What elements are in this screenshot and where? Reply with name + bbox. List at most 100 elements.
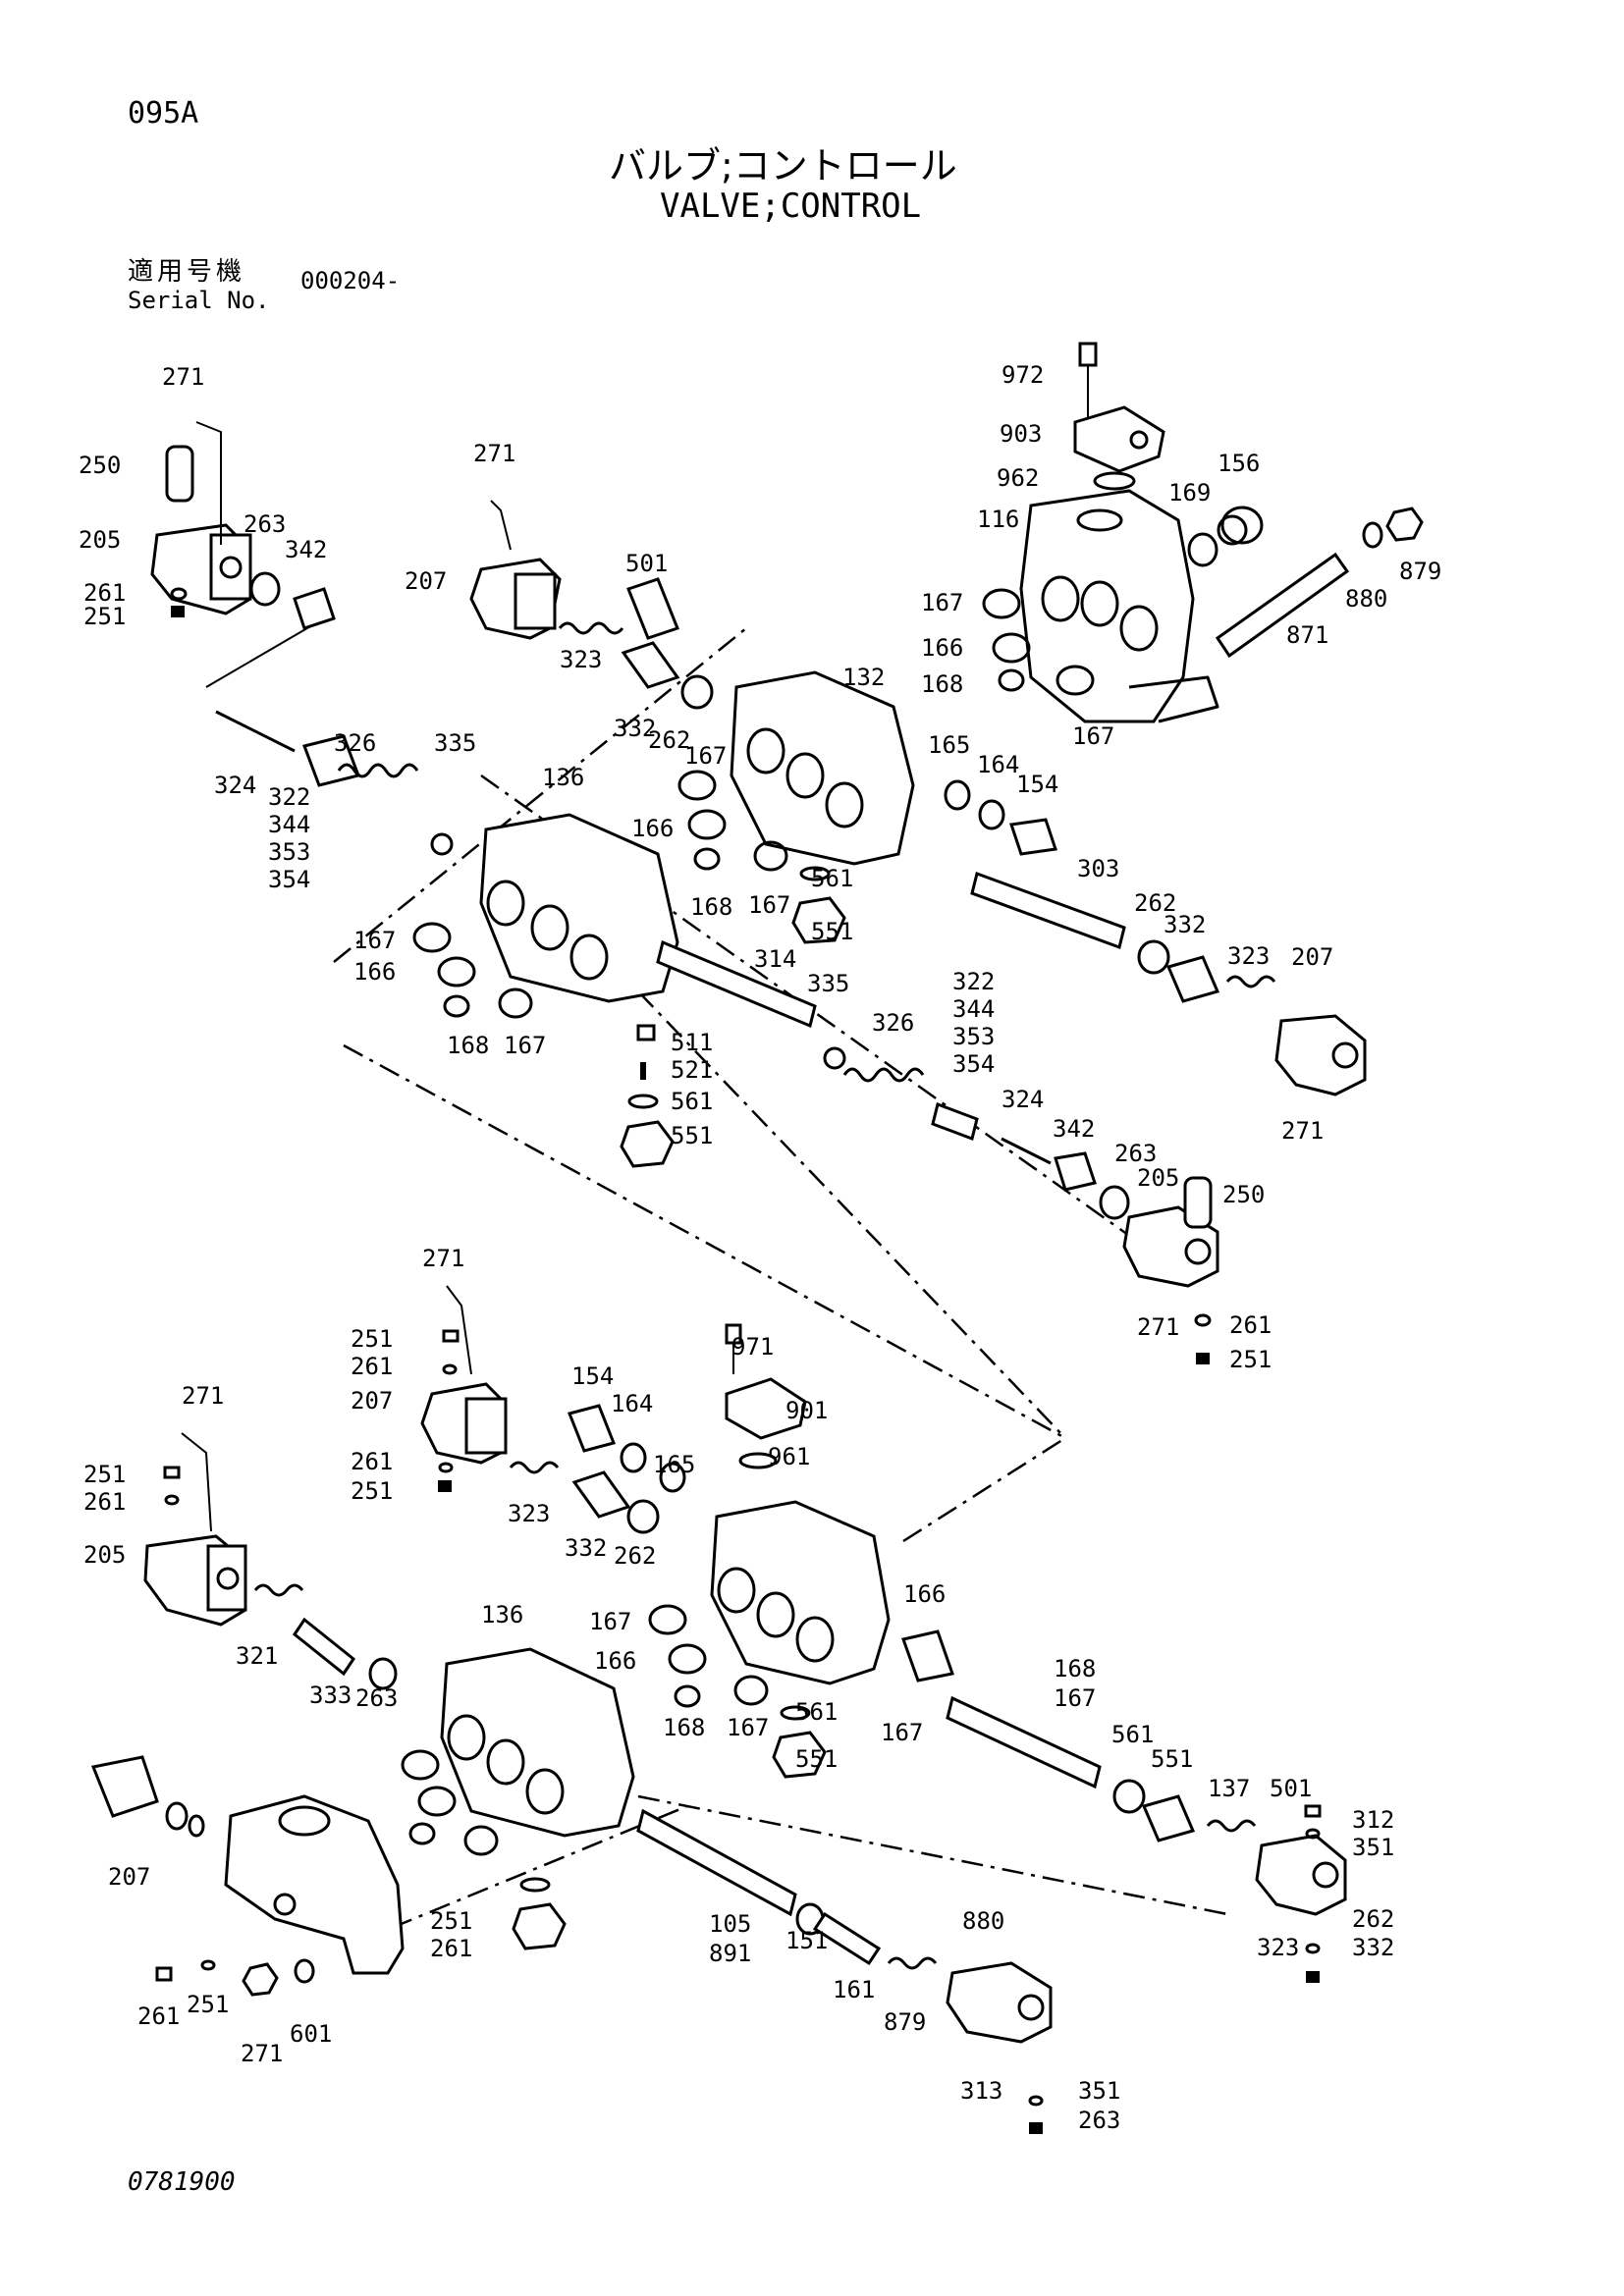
callout-326: 326 [334,729,376,757]
spring-324-left [215,710,296,753]
callout-323: 323 [1257,1934,1299,1961]
plug-551-ll [512,1902,567,1950]
plug-551-lo [772,1731,827,1779]
oring-261-m [1194,1313,1212,1327]
callout-251: 251 [351,1325,393,1353]
oring-167-lo2 [733,1675,769,1706]
callout-262: 262 [1134,889,1176,917]
callout-332: 332 [1352,1934,1394,1961]
callout-166: 166 [921,634,963,662]
oring-168-tr [998,668,1025,692]
callout-165: 165 [928,731,970,759]
callout-551: 551 [795,1745,838,1773]
callout-166: 166 [353,958,396,986]
callout-322: 322 [952,968,995,995]
spring-323-lower [509,1461,560,1474]
oring-263-m [1099,1185,1130,1220]
callout-263: 263 [355,1684,398,1712]
oring-167-ml2 [498,988,533,1019]
callout-168: 168 [1054,1655,1096,1682]
callout-136: 136 [542,764,584,791]
callout-561: 561 [795,1698,838,1726]
callout-271: 271 [182,1382,224,1410]
callout-971: 971 [731,1333,774,1361]
plug-342-top [293,587,336,630]
top-cover-116 [1019,489,1219,723]
callout-167: 167 [1072,722,1114,750]
oring-167-ml [412,922,452,953]
oring-167-u2 [753,840,788,872]
callout-324: 324 [1001,1086,1044,1113]
relief-501-upper [626,577,679,640]
callout-335: 335 [807,970,849,997]
callout-271: 271 [162,363,204,391]
callout-251: 251 [83,1461,126,1488]
callout-136: 136 [481,1601,523,1629]
oring-164-u [978,799,1005,830]
callout-167: 167 [589,1608,631,1635]
nut-879 [1385,507,1424,542]
callout-207: 207 [108,1863,150,1891]
oring-169 [1187,532,1218,567]
axis-line-bottom-spool [637,1794,1228,1916]
plug-333-ll [292,1617,356,1677]
callout-326: 326 [872,1009,914,1037]
callout-261: 261 [351,1448,393,1475]
callout-351: 351 [1352,1834,1394,1861]
callout-165: 165 [653,1451,695,1478]
oring-261-lo-top [1305,1828,1321,1840]
axis-line-bottom-left [352,1804,688,1946]
oring-166-ll [417,1786,457,1817]
callout-335: 335 [434,729,476,757]
plug-251-m [1196,1353,1210,1364]
drawing-number: 0781900 [128,2167,236,2197]
callout-167: 167 [881,1719,923,1746]
callout-132: 132 [842,664,885,691]
callout-164: 164 [977,751,1019,778]
spring-321-ll [253,1583,304,1597]
washer-335-m [823,1046,846,1070]
callout-167: 167 [353,927,396,954]
nut-879-ll [242,1962,279,1997]
callout-501: 501 [625,550,668,577]
spring-324-m [1001,1137,1052,1165]
callout-105: 105 [709,1910,751,1938]
callout-261: 261 [430,1935,472,1962]
oring-167-u [677,770,717,801]
callout-262: 262 [1352,1905,1394,1933]
oring-262-upper [680,674,714,710]
callout-261: 261 [351,1353,393,1380]
assembly-line-upper [333,627,747,963]
plug-332-lo [1141,1794,1196,1842]
callout-551: 551 [811,918,853,945]
plug-333-lo [812,1911,882,1966]
callout-871: 871 [1286,621,1328,649]
callout-342: 342 [1053,1115,1095,1143]
oring-561-ml [627,1094,659,1109]
plug-251-lower2 [438,1480,452,1492]
oring-561-lo [780,1705,811,1721]
callout-601: 601 [290,2020,332,2048]
callout-250: 250 [79,452,121,479]
callout-354: 354 [268,866,310,893]
relief-250-m [1183,1176,1213,1229]
cap-205-lo [946,1961,1053,2044]
section-136-upper [479,813,679,1003]
plug-332-lower [571,1470,631,1519]
callout-903: 903 [1000,420,1042,448]
callout-156: 156 [1218,450,1260,477]
callout-962: 962 [997,464,1039,492]
plug-511 [636,1024,656,1041]
oring-261-ll [164,1494,180,1506]
callout-561: 561 [1111,1721,1154,1748]
oring-261-lo [1028,2095,1044,2107]
callout-167: 167 [504,1032,546,1059]
serial-label: Serial No. [128,287,270,314]
oring-261-top [170,587,188,601]
page-code: 095A [128,96,199,131]
assembly-line-lower [902,1436,1066,1543]
callout-322: 322 [268,783,310,811]
cap-205-ll [143,1534,247,1627]
callout-169: 169 [1168,479,1211,507]
